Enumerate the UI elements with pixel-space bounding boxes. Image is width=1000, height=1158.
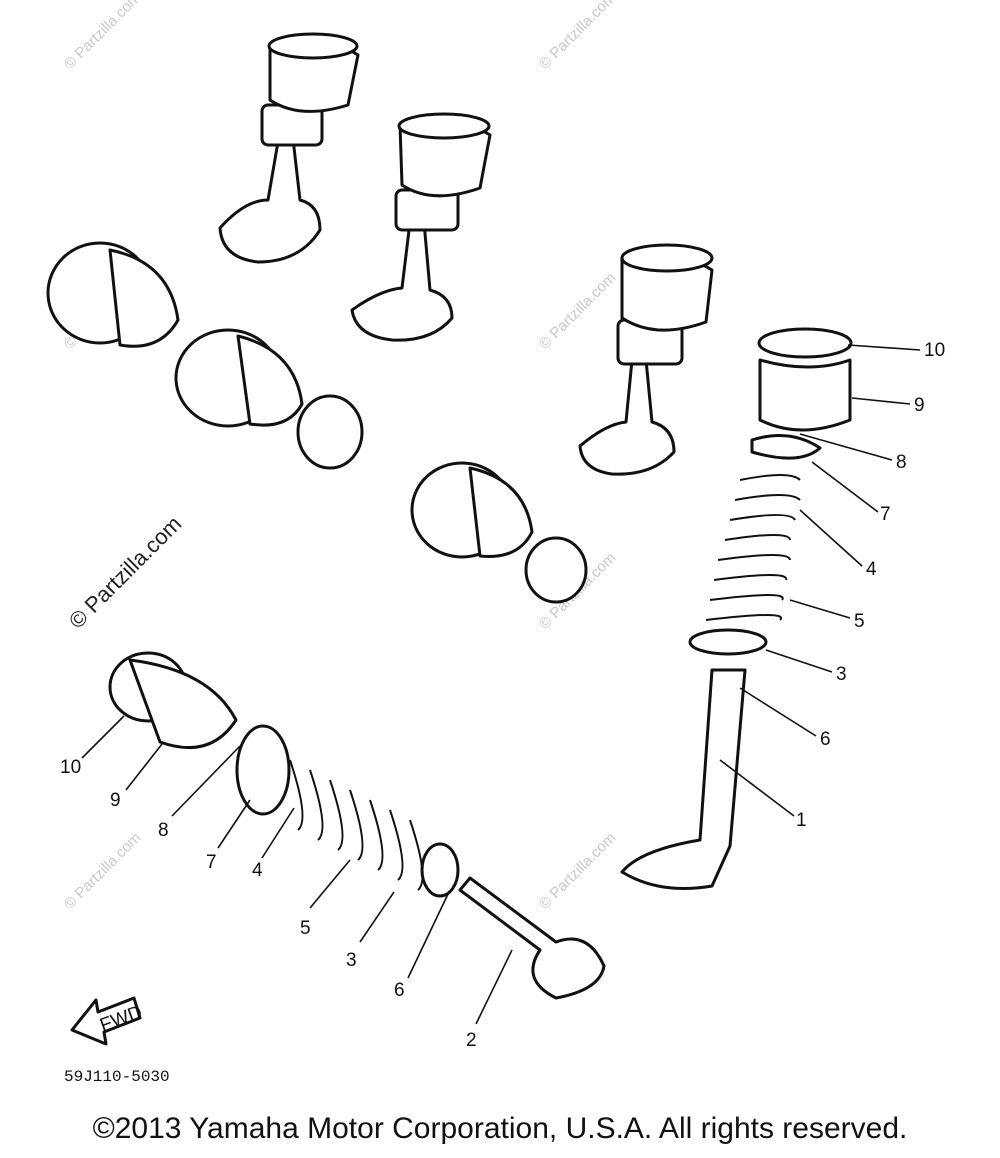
callouts-right: 10 9 8 7 4 5 3 6 1: [719, 340, 945, 831]
fwd-arrow-label: FWD: [97, 1002, 145, 1037]
callout-7: 7: [880, 504, 891, 525]
callout-3: 3: [346, 950, 357, 971]
callout-6: 6: [820, 729, 831, 750]
watermark-prominent: © Partzilla.com: [64, 511, 187, 634]
callout-8: 8: [158, 820, 169, 841]
valve-exploded-diagram: © Partzilla.com © Partzilla.com © Partzi…: [46, 0, 945, 1051]
valve-exploded-left: [108, 651, 606, 1000]
valve-assembly-upright-3: [578, 243, 714, 476]
valve-assembly-upright-1: [218, 32, 360, 264]
callout-5: 5: [300, 918, 311, 939]
valve-assembly-tilted-2: [174, 328, 364, 470]
callout-4: 4: [866, 559, 877, 580]
callout-9: 9: [914, 395, 925, 416]
valve-exploded-right: [620, 327, 853, 891]
fwd-arrow: FWD: [70, 996, 145, 1046]
callout-3: 3: [836, 664, 847, 685]
callout-10: 10: [924, 340, 945, 361]
valve-assembly-upright-2: [350, 112, 492, 342]
callouts-left: 10 9 8 7 4 5 3 6 2: [60, 715, 513, 1051]
watermark: © Partzilla.com: [61, 829, 144, 912]
valve-assembly-tilted-1: [46, 241, 180, 348]
callout-8: 8: [896, 452, 907, 473]
valve-assembly-tilted-3: [410, 461, 588, 604]
drawing-code: 59J110-5030: [64, 1068, 170, 1086]
callout-6: 6: [394, 980, 405, 1001]
callout-5: 5: [854, 611, 865, 632]
watermark: © Partzilla.com: [536, 0, 619, 73]
callout-9: 9: [110, 790, 121, 811]
callout-1: 1: [796, 810, 807, 831]
watermark: © Partzilla.com: [61, 0, 144, 73]
callout-2: 2: [466, 1030, 477, 1051]
callout-4: 4: [252, 860, 263, 881]
callout-7: 7: [206, 852, 217, 873]
copyright-notice: ©2013 Yamaha Motor Corporation, U.S.A. A…: [92, 1112, 908, 1145]
watermark: © Partzilla.com: [536, 269, 619, 352]
watermark: © Partzilla.com: [536, 829, 619, 912]
callout-10: 10: [60, 757, 81, 778]
